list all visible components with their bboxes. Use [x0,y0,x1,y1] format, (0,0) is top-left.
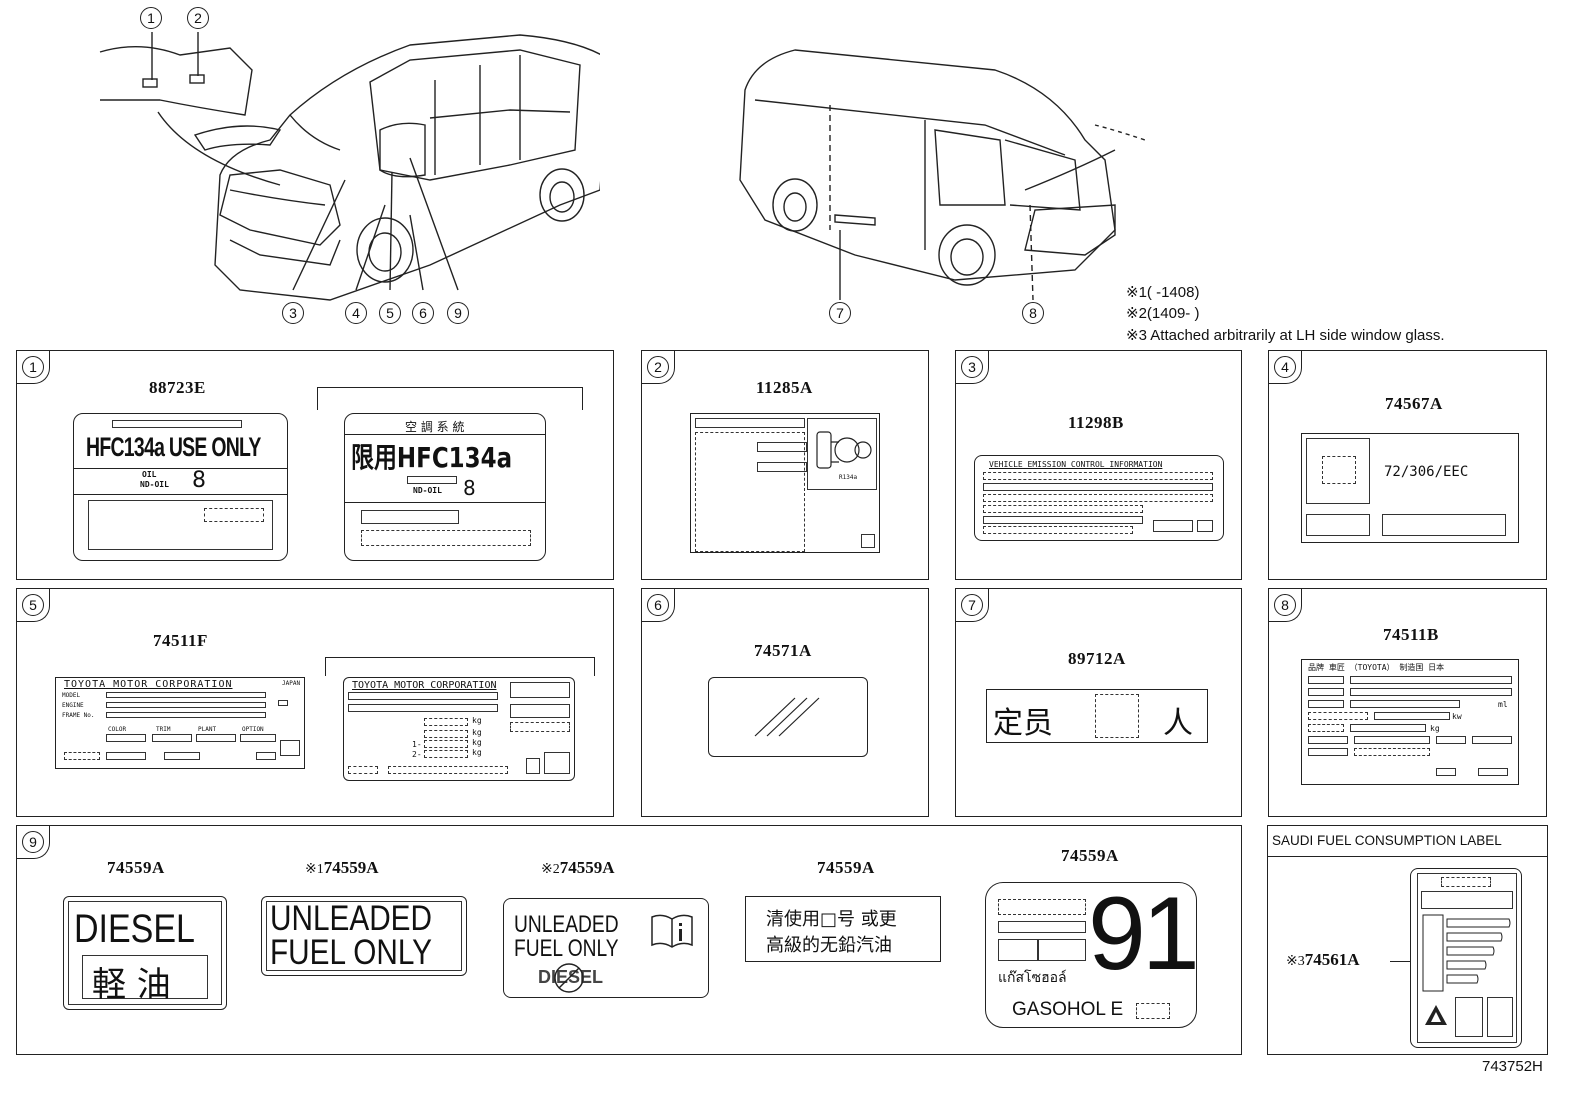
panel-5: 5 74511F TOYOTA MOTOR CORPORATION JAPAN … [16,588,614,817]
diagram-id: 743752H [1482,1058,1543,1075]
part-code: 88723E [149,378,206,397]
part-code: 11298B [1068,413,1124,432]
panel-2: 2 11285A R134a [641,350,929,580]
callout-7: 7 [829,302,851,324]
label-diesel: DIESEL 軽 油 [63,896,227,1010]
panel-number: 8 [1274,594,1296,616]
panel-9: 9 74559A DIESEL 軽 油 ※174559A UNLEADED FU… [16,825,1242,1055]
label-saudi-fuel [1410,868,1522,1048]
panel-number: 9 [22,831,44,853]
label-seating-capacity: 定员 人 [986,689,1208,743]
manual-book-icon [651,914,693,948]
panel-number: 2 [647,356,669,378]
panel-saudi: SAUDI FUEL CONSUMPTION LABEL ※374561A [1267,825,1548,1055]
label-ac-diagram: R134a [690,413,880,553]
label-vin-plate-b: TOYOTA MOTOR CORPORATION kg kg 1- kg 2- … [343,677,575,781]
panel-3: 3 11298B VEHICLE EMISSION CONTROL INFORM… [955,350,1242,580]
label-china-vin-plate: 品牌 車匠 （TOYOTA） 制造国 日本 ml kw kg [1301,659,1519,785]
callout-8: 8 [1022,302,1044,324]
note-1: ※1( -1408) [1126,284,1200,301]
van-rear-illustration [739,49,1146,301]
callout-9: 9 [447,302,469,324]
label-vin-plate-a: TOYOTA MOTOR CORPORATION JAPAN MODEL ENG… [55,677,305,769]
panel-4: 4 74567A 72/306/EEC [1268,350,1547,580]
panel-6: 6 74571A [641,588,929,817]
panel-1: 1 88723E HFC134a USE ONLY OIL ND-OIL 8 空… [16,350,614,580]
panel-8: 8 74511B 品牌 車匠 （TOYOTA） 制造国 日本 ml kw kg [1268,588,1547,817]
note-3: ※3 Attached arbitrarily at LH side windo… [1126,327,1445,344]
callout-4: 4 [345,302,367,324]
label-eec: 72/306/EEC [1301,433,1519,543]
part-code: 74571A [754,641,812,660]
label-main-text: HFC134a USE ONLY [86,432,261,462]
saudi-code: ※374561A [1286,950,1360,969]
label-chinese-unleaded: 清使用□号 或更 高級的无鉛汽油 [745,896,941,962]
saudi-title: SAUDI FUEL CONSUMPTION LABEL [1272,833,1502,848]
part-code: 74567A [1385,394,1443,413]
note-mark: ※274559A [541,858,615,877]
part-code: 74511F [153,631,208,650]
label-unleaded-fuel-only: UNLEADED FUEL ONLY [261,896,467,976]
callout-6: 6 [412,302,434,324]
van-front-illustration [99,32,600,301]
panel-number: 4 [1274,356,1296,378]
callout-2: 2 [187,7,209,29]
part-code: 11285A [756,378,813,397]
part-code: 74559A [817,858,875,877]
panel-number: 1 [22,356,44,378]
label-emission-control: VEHICLE EMISSION CONTROL INFORMATION [974,455,1224,541]
label-hfc134a-use-only: HFC134a USE ONLY OIL ND-OIL 8 [73,413,288,561]
panel-number: 7 [961,594,983,616]
callout-1: 1 [140,7,162,29]
panel-number: 6 [647,594,669,616]
note-2: ※2(1409- ) [1126,305,1200,322]
label-hfc134a-chinese: 空 調 系 統 限用HFC134a ND-OIL 8 [344,413,546,561]
warning-triangle-icon [1425,1005,1447,1025]
part-code: 89712A [1068,649,1126,668]
panel-number: 3 [961,356,983,378]
note-mark: ※174559A [305,858,379,877]
part-code: 74559A [107,858,165,877]
panel-number: 5 [22,594,44,616]
label-unleaded-with-manual: UNLEADED FUEL ONLY DIESEL [503,898,709,998]
part-code: 74511B [1383,625,1439,644]
part-code: 74559A [1061,846,1119,865]
panel-7: 7 89712A 定员 人 [955,588,1242,817]
callout-3: 3 [282,302,304,324]
label-blank-hatched [708,677,868,757]
callout-5: 5 [379,302,401,324]
label-gasohol-91: แก๊สโซฮอล์ 91 GASOHOL E [985,876,1200,1028]
